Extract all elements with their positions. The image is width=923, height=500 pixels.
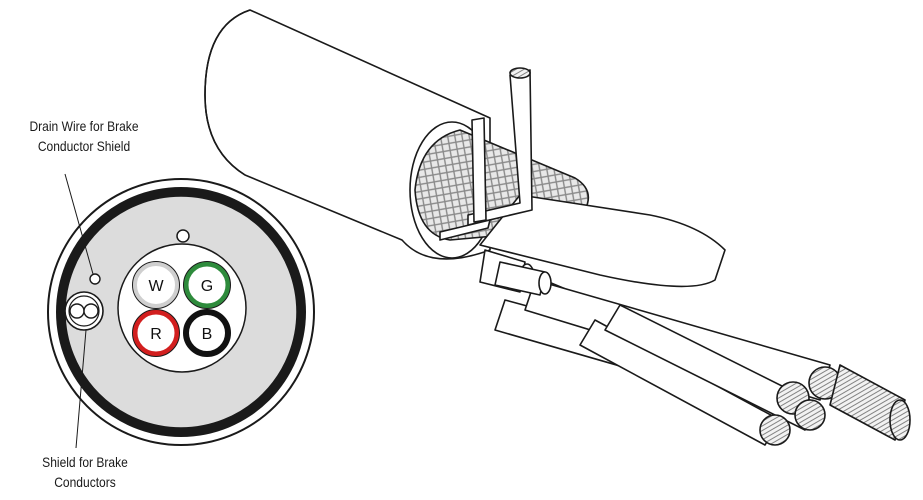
brake-conductor-pair bbox=[64, 291, 104, 331]
brake-pair-tube-2 bbox=[494, 261, 546, 296]
conductor-w: W bbox=[132, 261, 180, 309]
drain-wire-leader bbox=[64, 173, 94, 275]
conductor-letter-r: R bbox=[150, 326, 162, 343]
conductor-end-3 bbox=[759, 414, 791, 446]
cable-cutaway bbox=[204, 9, 911, 446]
shield-label: Shield for Brake Conductors bbox=[12, 452, 158, 492]
outer-drain-wire bbox=[176, 229, 190, 243]
shield-leader bbox=[75, 329, 87, 449]
copper-strands bbox=[829, 364, 906, 441]
shield-label-line1: Shield for Brake bbox=[42, 454, 128, 470]
drain-wire-upper-end bbox=[509, 67, 531, 79]
conductor-d bbox=[604, 304, 821, 431]
power-bundle bbox=[117, 243, 247, 373]
drain-wire-label: Drain Wire for Brake Conductor Shield bbox=[7, 116, 162, 156]
conductor-r: R bbox=[132, 309, 180, 357]
drain-wire-label-line2: Conductor Shield bbox=[37, 138, 131, 154]
drain-wire-lower bbox=[471, 117, 487, 223]
conductor-letter-w: W bbox=[148, 278, 164, 295]
brake-drain-wire bbox=[89, 273, 101, 285]
conductor-b: B bbox=[183, 309, 231, 357]
drain-wire-lower-bend bbox=[439, 219, 491, 241]
shield-label-line2: Conductors bbox=[54, 474, 116, 490]
conductor-end-4 bbox=[794, 399, 826, 431]
strand-end bbox=[889, 399, 911, 441]
drain-wire-label-line1: Drain Wire for Brake bbox=[29, 118, 139, 134]
jacket-left-end bbox=[204, 9, 251, 176]
conductor-g: G bbox=[183, 261, 231, 309]
conductor-letter-b: B bbox=[202, 326, 213, 343]
cross-section: W G R B bbox=[47, 173, 315, 449]
conductor-letter-g: G bbox=[201, 278, 213, 295]
inner-wrap bbox=[479, 194, 726, 288]
